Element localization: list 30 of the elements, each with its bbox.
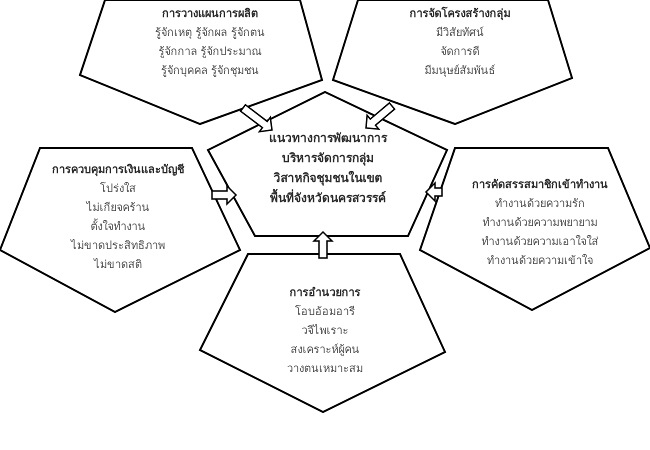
item-text: โปร่งใส — [100, 181, 136, 197]
item-text: วจีไพเราะ — [302, 323, 348, 339]
item-text: ทำงานด้วยความเข้าใจ — [487, 253, 593, 269]
block-arrow — [365, 102, 396, 130]
block-arrow — [211, 184, 238, 206]
item-text: ไม่เกียจคร้าน — [86, 200, 150, 216]
item-text: ทำงานด้วยความรัก — [495, 196, 585, 212]
item-text: ทำงานด้วยความพยายาม — [482, 215, 598, 231]
item-text: ทำงานด้วยความเอาใจใส่ — [482, 234, 598, 250]
item-text: ไม่ขาดประสิทธิภาพ — [71, 238, 165, 254]
item-text: ไม่ขาดสติ — [94, 257, 142, 273]
block-arrow — [424, 181, 443, 203]
pentagon-heading: การอำนวยการ — [290, 285, 360, 301]
pentagon-heading: การควบคุมการเงินและบัญชี — [52, 162, 184, 178]
item-text: มีวิสัยทัศน์ — [436, 25, 484, 41]
pentagon-heading: การจัดโครงสร้างกลุ่ม — [410, 6, 510, 22]
block-arrow — [240, 104, 273, 133]
pentagon-heading: การคัดสรรสมาชิกเข้าทำงาน — [472, 177, 608, 193]
item-text: สงเคราะห์ผู้คน — [290, 342, 360, 358]
block-arrow — [312, 230, 334, 259]
pentagon-heading: การวางแผนการผลิต — [162, 6, 258, 22]
item-text: รู้จักกาล รู้จักประมาณ — [158, 44, 262, 60]
item-text: รู้จักบุคคล รู้จักชุมชน — [160, 63, 260, 79]
item-text: วางตนเหมาะสม — [287, 361, 363, 377]
item-text: จัดการดี — [440, 44, 480, 60]
item-text: มีมนุษย์สัมพันธ์ — [424, 63, 496, 79]
item-text: ตั้งใจทำงาน — [90, 218, 146, 235]
item-text: โอบอ้อมอารี — [295, 304, 355, 320]
center-title: แนวทางการพัฒนาการบริหารจัดการกลุ่มวิสาหกิจชุมชนในเขตพื้นที่จังหวัดนครสวรรค์ — [268, 130, 388, 207]
item-text: รู้จักเหตุ รู้จักผล รู้จักตน — [155, 25, 265, 41]
